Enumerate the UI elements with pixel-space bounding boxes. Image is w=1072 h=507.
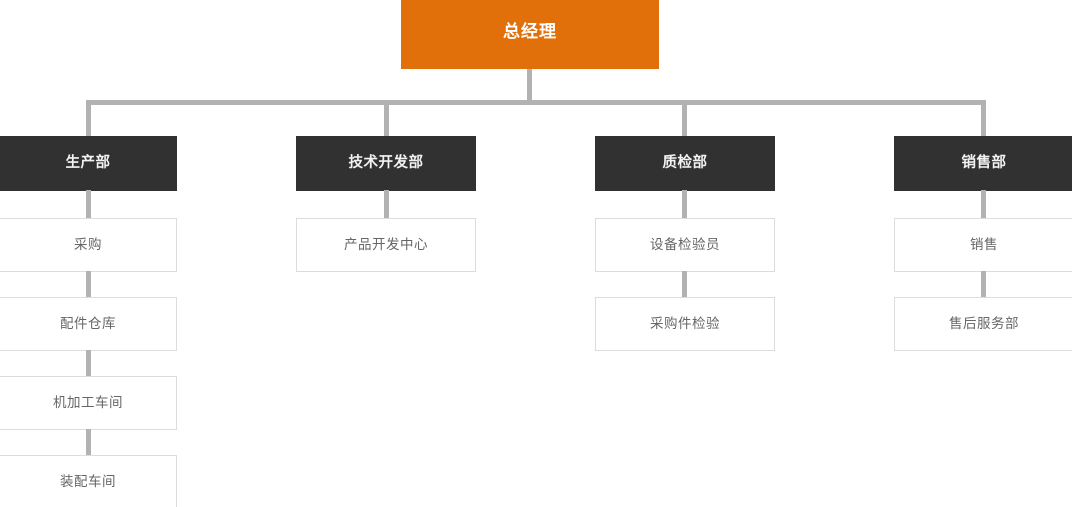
- org-node-dept-0-child-3[interactable]: 装配车间: [0, 455, 177, 507]
- connector-bus-to-dept-3: [981, 100, 986, 140]
- org-node-dept-3-child-1-label: 售后服务部: [949, 315, 1019, 331]
- org-node-dept-3-child-1[interactable]: 售后服务部: [894, 297, 1072, 351]
- connector-dept-0-to-child-0: [86, 190, 91, 219]
- connector-dept-0-to-child-1: [86, 271, 91, 298]
- org-node-dept-0-child-2[interactable]: 机加工车间: [0, 376, 177, 430]
- org-node-dept-0-label: 生产部: [65, 154, 111, 171]
- org-node-dept-2-label: 质检部: [662, 154, 708, 171]
- org-node-dept-0-child-3-label: 装配车间: [60, 473, 116, 489]
- org-node-dept-0-child-2-label: 机加工车间: [53, 394, 123, 410]
- org-node-dept-1[interactable]: 技术开发部: [296, 136, 476, 191]
- connector-dept-1-to-child-0: [384, 190, 389, 219]
- org-node-dept-2-child-1-label: 采购件检验: [650, 315, 720, 331]
- org-node-dept-2-child-0[interactable]: 设备检验员: [595, 218, 775, 272]
- connector-root-down: [527, 69, 532, 105]
- org-node-root[interactable]: 总经理: [401, 0, 659, 69]
- org-node-root-label: 总经理: [503, 22, 557, 42]
- org-node-dept-3-child-0-label: 销售: [970, 236, 998, 252]
- org-node-dept-0-child-0-label: 采购: [74, 236, 102, 252]
- org-node-dept-0-child-0[interactable]: 采购: [0, 218, 177, 272]
- connector-dept-0-to-child-3: [86, 429, 91, 456]
- org-node-dept-3[interactable]: 销售部: [894, 136, 1072, 191]
- org-node-dept-2-child-0-label: 设备检验员: [650, 236, 720, 252]
- org-node-dept-1-child-0-label: 产品开发中心: [344, 236, 428, 252]
- org-node-dept-0-child-1[interactable]: 配件仓库: [0, 297, 177, 351]
- connector-dept-3-to-child-0: [981, 190, 986, 219]
- connector-dept-2-to-child-1: [682, 271, 687, 298]
- org-node-dept-2[interactable]: 质检部: [595, 136, 775, 191]
- connector-horizontal-bus: [86, 100, 985, 105]
- org-node-dept-2-child-1[interactable]: 采购件检验: [595, 297, 775, 351]
- connector-dept-2-to-child-0: [682, 190, 687, 219]
- org-node-dept-3-label: 销售部: [961, 154, 1007, 171]
- connector-dept-3-to-child-1: [981, 271, 986, 298]
- org-node-dept-3-child-0[interactable]: 销售: [894, 218, 1072, 272]
- connector-bus-to-dept-0: [86, 100, 91, 140]
- connector-bus-to-dept-1: [384, 100, 389, 140]
- connector-dept-0-to-child-2: [86, 350, 91, 377]
- org-node-dept-0[interactable]: 生产部: [0, 136, 177, 191]
- connector-bus-to-dept-2: [682, 100, 687, 140]
- org-node-dept-0-child-1-label: 配件仓库: [60, 315, 116, 331]
- org-node-dept-1-child-0[interactable]: 产品开发中心: [296, 218, 476, 272]
- org-node-dept-1-label: 技术开发部: [348, 154, 424, 171]
